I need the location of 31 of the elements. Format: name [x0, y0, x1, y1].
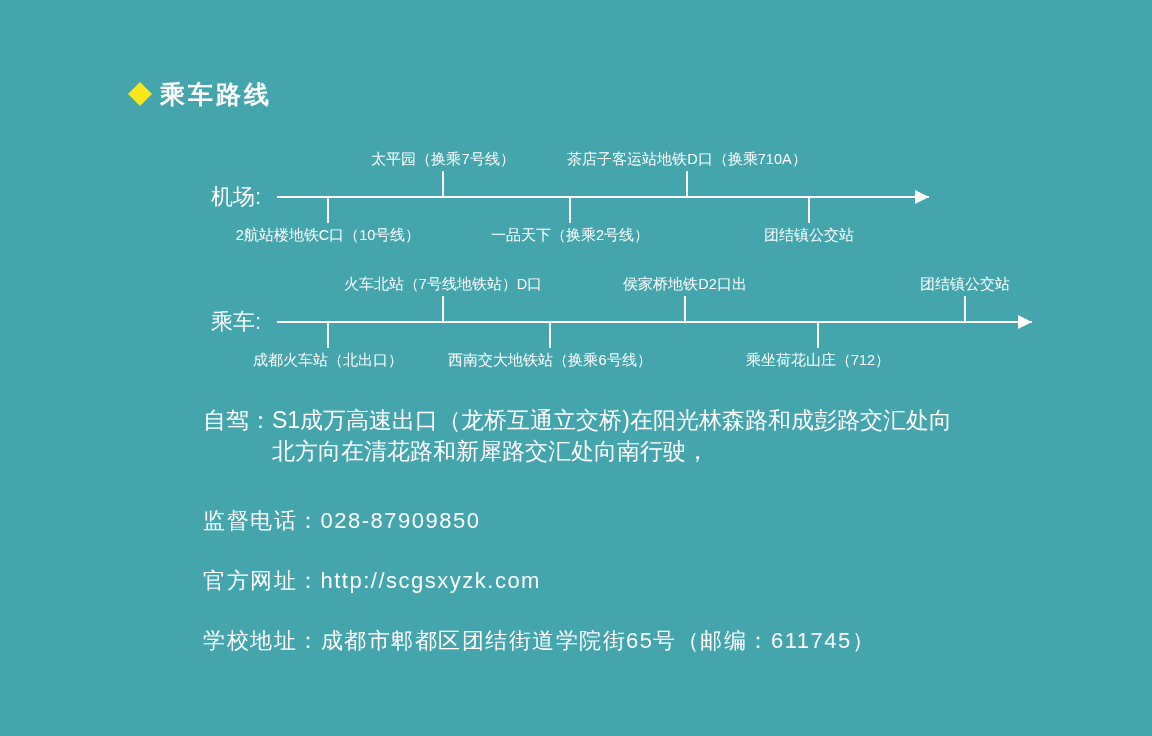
- stop-label: 西南交大地铁站（换乘6号线）: [448, 348, 652, 372]
- stop-label: 侯家桥地铁D2口出: [623, 272, 747, 296]
- route-label: 乘车:: [210, 304, 277, 340]
- stop-label: 火车北站（7号线地铁站）D口: [343, 272, 543, 296]
- stop-label: 茶店子客运站地铁D口（换乘710A）: [567, 147, 807, 171]
- section-title: 乘车路线: [160, 79, 272, 110]
- website-text: 官方网址：http://scgsxyzk.com: [203, 567, 541, 595]
- directions-text: 自驾：S1成万高速出口（龙桥互通立交桥)在阳光林森路和成彭路交汇处向北方向在清花路和新犀路交汇处向南行驶，: [203, 406, 953, 466]
- tick-line: [549, 321, 551, 349]
- tick-line: [964, 295, 966, 323]
- tick-line: [327, 196, 329, 224]
- tick-line: [442, 170, 444, 198]
- stop-label: 2航站楼地铁C口（10号线）: [235, 223, 421, 247]
- tick-line: [327, 321, 329, 349]
- tick-line: [817, 321, 819, 349]
- tick-line: [686, 170, 688, 198]
- stop-label: 一品天下（换乘2号线）: [490, 223, 650, 247]
- route-label: 机场:: [210, 179, 277, 215]
- tick-line: [569, 196, 571, 224]
- tick-line: [442, 295, 444, 323]
- route-arrow: [276, 190, 930, 204]
- address-text: 学校地址：成都市郫都区团结街道学院街65号（邮编：611745）: [203, 627, 876, 655]
- stop-label: 太平园（换乘7号线）: [371, 147, 515, 171]
- stop-label: 乘坐荷花山庄（712）: [745, 348, 891, 372]
- stop-label: 团结镇公交站: [920, 272, 1010, 296]
- tick-line: [684, 295, 686, 323]
- stop-label: 团结镇公交站: [764, 223, 854, 247]
- tick-line: [808, 196, 810, 224]
- stop-label: 成都火车站（北出口）: [253, 348, 403, 372]
- route-arrow: [276, 315, 1033, 329]
- phone-text: 监督电话：028-87909850: [203, 507, 481, 535]
